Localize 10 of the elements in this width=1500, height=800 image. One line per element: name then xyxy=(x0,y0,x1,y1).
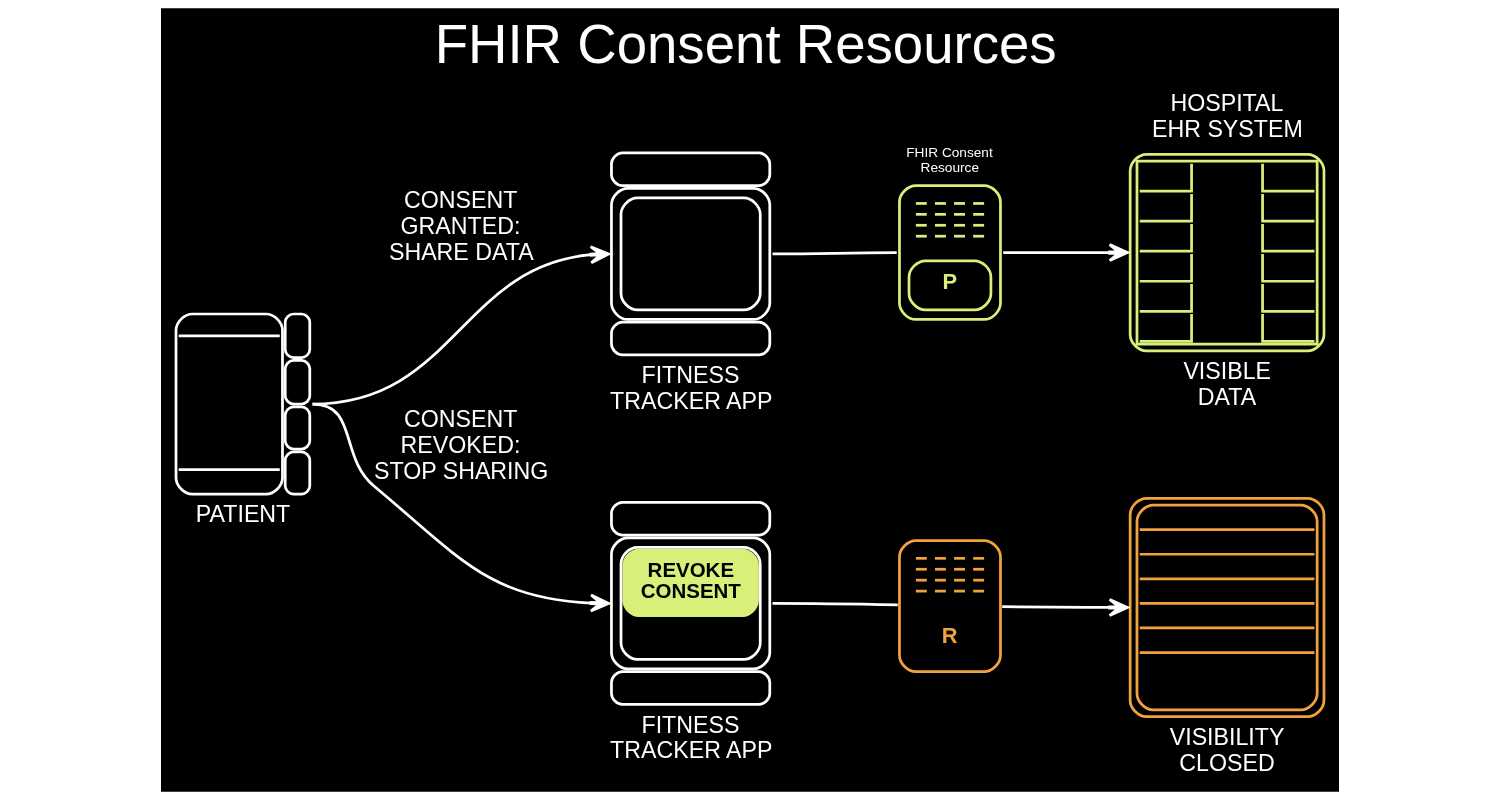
edge-label: CONSENT REVOKED: STOP SHARING xyxy=(373,405,549,484)
node-label: VISIBLE DATA xyxy=(1183,357,1272,410)
diagram-title: FHIR Consent Resources xyxy=(434,13,1057,75)
node-label: FITNESS TRACKER APP xyxy=(610,362,773,415)
node-label: VISIBILITY CLOSED xyxy=(1169,723,1285,776)
edge-label: CONSENT GRANTED: SHARE DATA xyxy=(388,187,534,266)
node-label: PATIENT xyxy=(195,501,291,528)
node-label: FHIR Consent Resource xyxy=(906,145,993,176)
node-label: HOSPITAL EHR SYSTEM xyxy=(1151,90,1303,143)
node-label: FITNESS TRACKER APP xyxy=(610,711,773,764)
